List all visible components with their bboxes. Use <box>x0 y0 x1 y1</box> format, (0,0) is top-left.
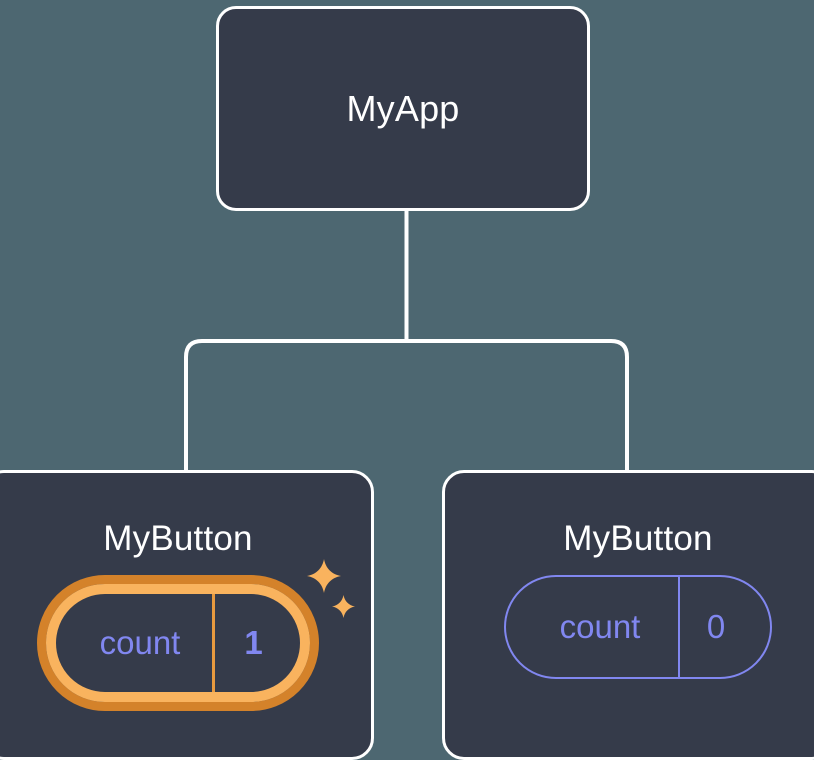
state-pill-left-divider <box>212 594 215 692</box>
state-pill-right-value: 0 <box>706 608 726 645</box>
node-mybutton-left[interactable]: MyButton count 1 <box>0 470 374 760</box>
state-pill-left-key: count <box>99 624 181 661</box>
state-pill-right-divider <box>678 577 680 677</box>
edge-root-to-right-child <box>406 339 629 472</box>
state-pill-left-highlight-ring: count 1 <box>37 575 319 711</box>
edge-root-to-left-child <box>184 339 407 472</box>
node-mybutton-right[interactable]: MyButton count 0 <box>442 470 814 760</box>
diagram-canvas: MyApp MyButton count 1 My <box>0 6 814 760</box>
node-myapp-label: MyApp <box>346 87 460 129</box>
state-pill-left-wrapper: count 1 <box>37 559 355 711</box>
state-pill-right-wrapper: count 0 <box>504 575 772 679</box>
sparkle-icon <box>332 595 355 618</box>
state-pill-right-key: count <box>559 608 641 645</box>
state-pill-left-value: 1 <box>244 624 263 661</box>
node-mybutton-left-label: MyButton <box>103 519 253 558</box>
state-pill-right[interactable]: count 0 <box>504 575 772 679</box>
node-mybutton-right-label: MyButton <box>563 519 713 558</box>
state-pill-left[interactable]: count 1 <box>46 584 310 702</box>
node-myapp[interactable]: MyApp <box>216 6 590 211</box>
sparkle-icon <box>307 559 341 593</box>
